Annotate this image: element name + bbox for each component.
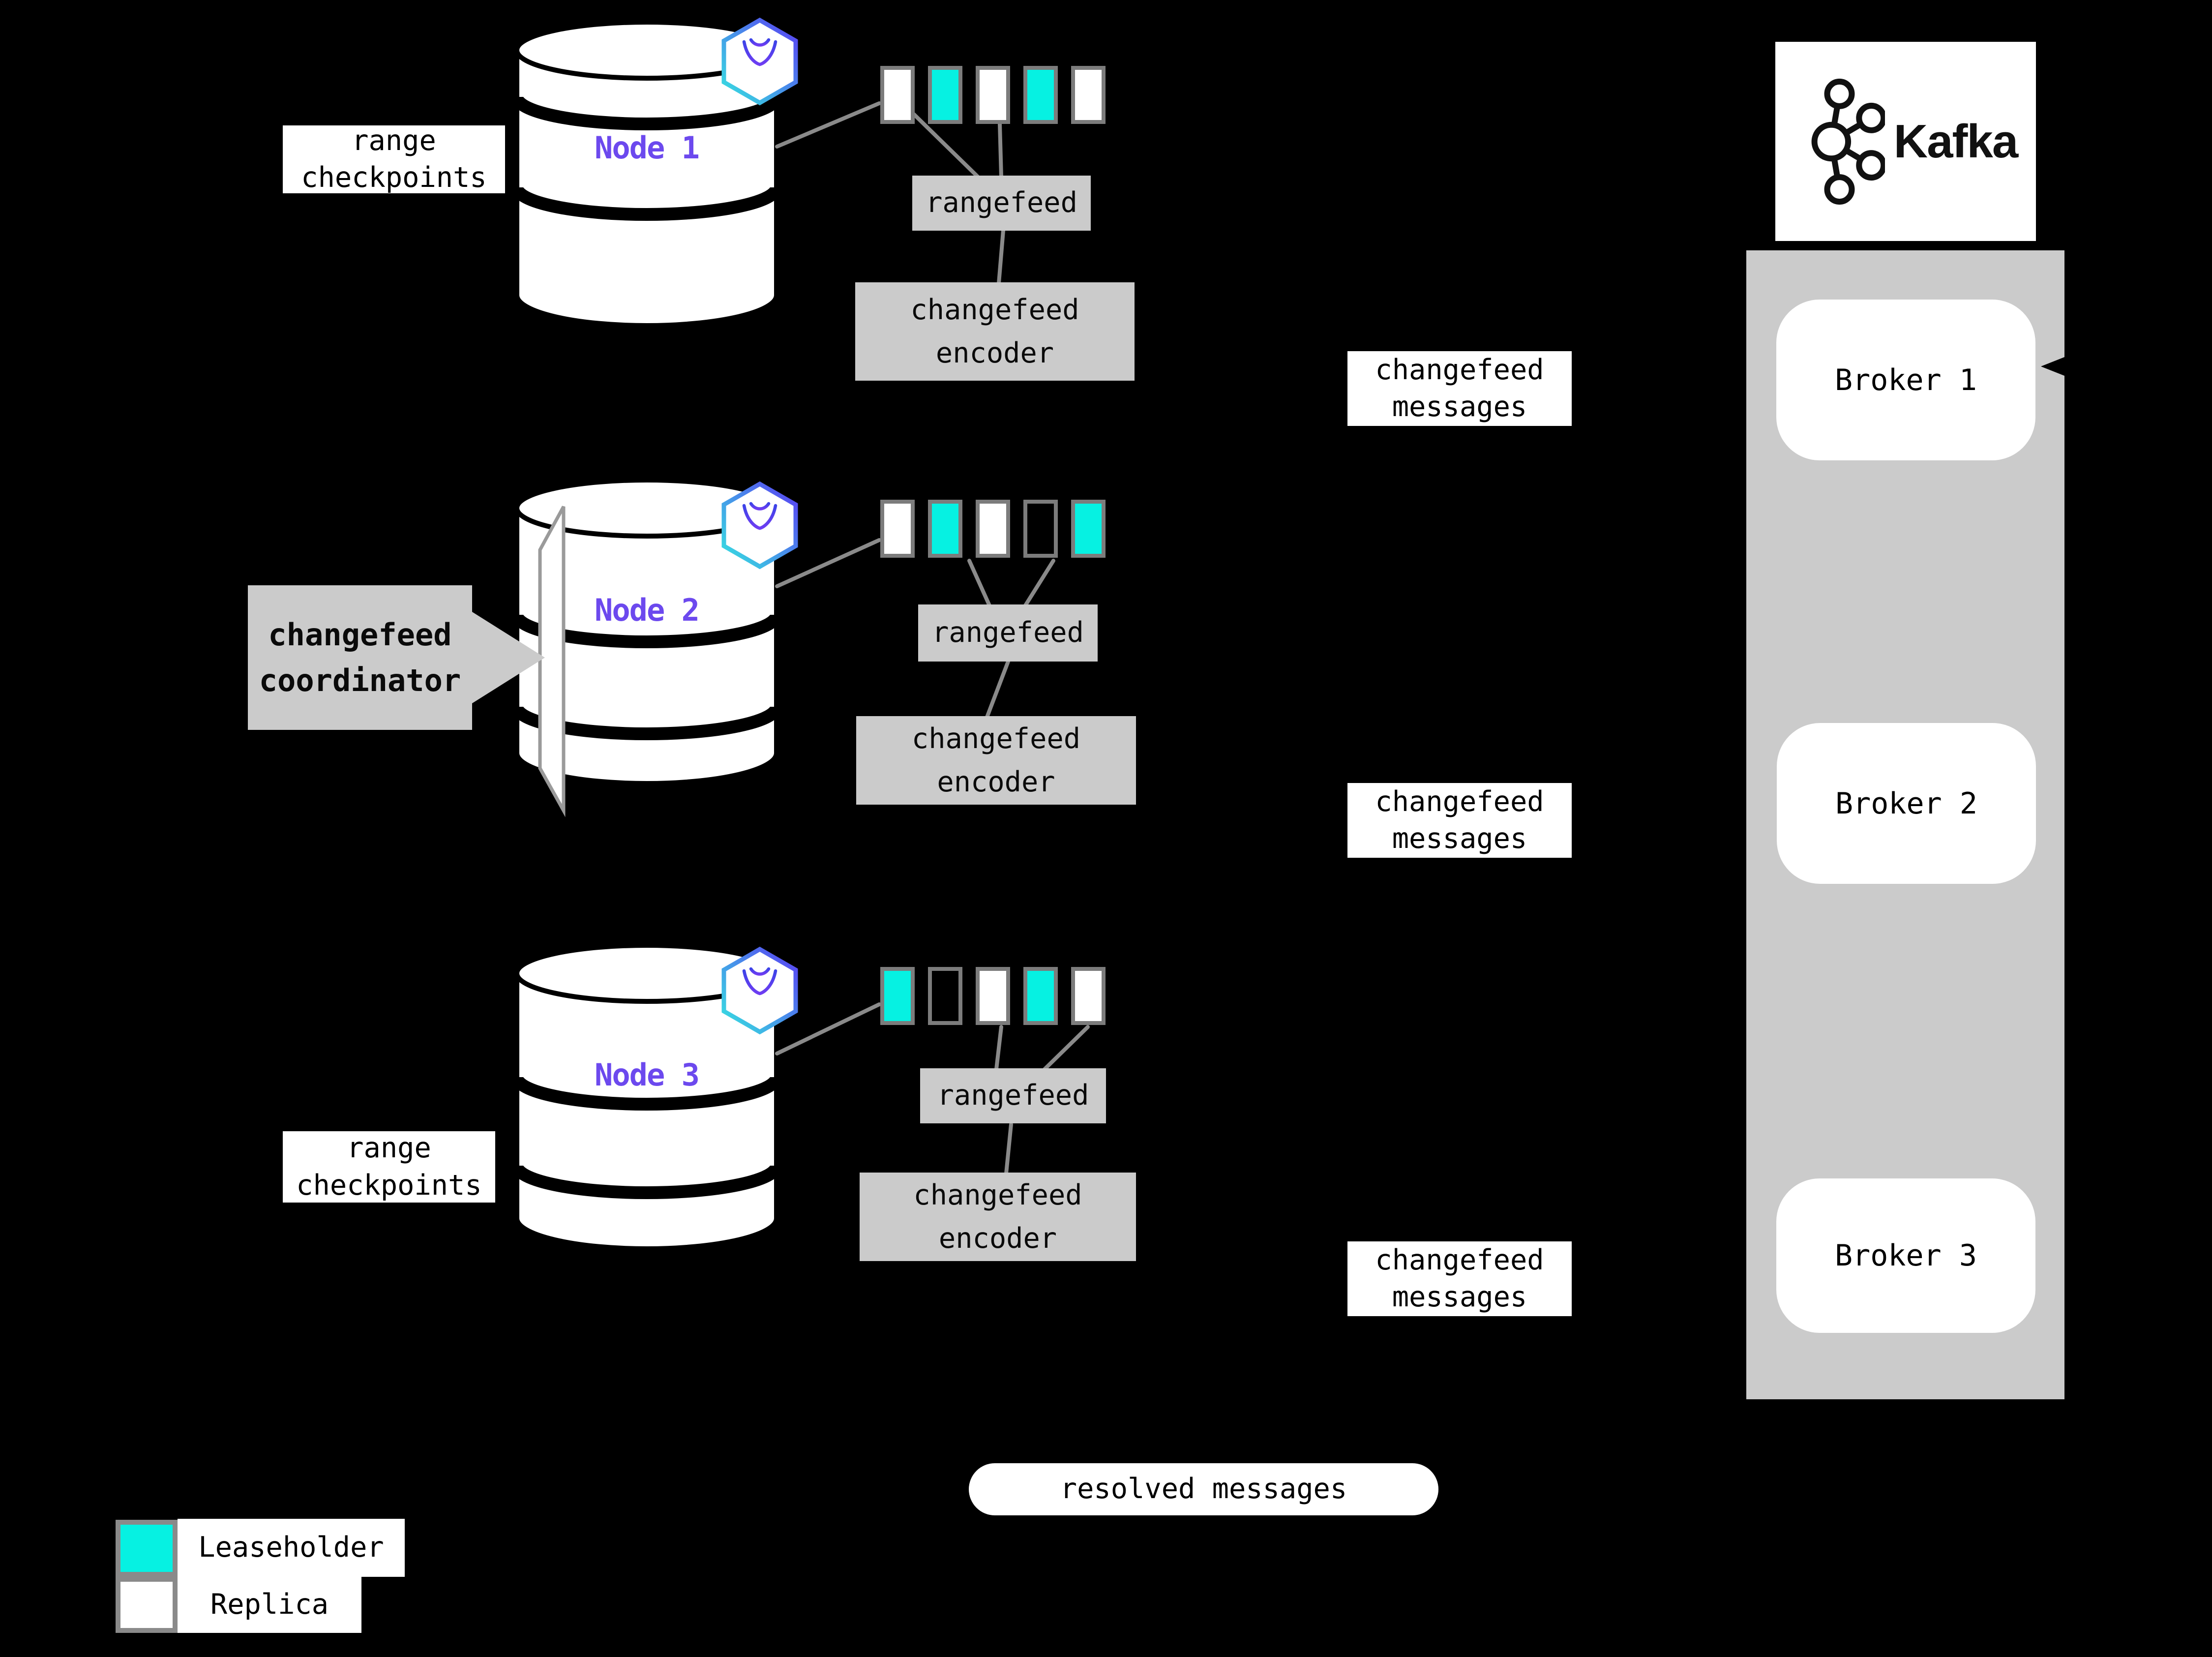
changefeed-messages-label: changefeed messages: [1347, 783, 1572, 858]
node-1-label: Node 1: [595, 129, 700, 166]
range-leaseholder: [880, 967, 915, 1025]
connector-lines: [775, 101, 1090, 1175]
legend-leaseholder-swatch: [116, 1520, 178, 1577]
range-replica: [1071, 66, 1106, 124]
incoming-arrowhead: [2041, 357, 2064, 376]
broker-2-box: Broker 2: [1777, 723, 2036, 884]
changefeed-coordinator-callout: changefeed coordinator: [248, 585, 472, 730]
changefeed-encoder-box: changefeed encoder: [855, 282, 1135, 381]
legend-replica-swatch: [116, 1577, 178, 1633]
broker-1-box: Broker 1: [1776, 300, 2035, 460]
node-1-cylinder-icon: [510, 20, 783, 328]
changefeed-encoder-box: changefeed encoder: [856, 716, 1136, 805]
node-1-ranges-row: [880, 66, 1106, 124]
changefeed-messages-label: changefeed messages: [1347, 351, 1572, 426]
range-checkpoints-label: range checkpoints: [283, 125, 505, 193]
range-leaseholder: [1071, 500, 1106, 558]
changefeed-messages-label: changefeed messages: [1347, 1241, 1572, 1316]
node-2-cylinder-icon: [510, 478, 783, 786]
legend-replica-label: Replica: [178, 1577, 361, 1633]
changefeed-encoder-box: changefeed encoder: [860, 1173, 1136, 1261]
kafka-icon: [1811, 78, 1885, 205]
broker-3-box: Broker 3: [1776, 1178, 2035, 1333]
range-empty: [1023, 500, 1058, 558]
kafka-logo-box: Kafka: [1775, 42, 2036, 241]
range-leaseholder: [928, 66, 962, 124]
cockroachdb-icon: [721, 946, 798, 1035]
node-2-label: Node 2: [595, 592, 700, 628]
range-replica: [880, 500, 915, 558]
resolved-messages-pill: resolved messages: [969, 1463, 1438, 1515]
rangefeed-box: rangefeed: [920, 1068, 1106, 1123]
cockroachdb-icon: [721, 481, 798, 570]
legend-leaseholder-label: Leaseholder: [178, 1519, 405, 1577]
rangefeed-box: rangefeed: [918, 604, 1098, 662]
range-replica: [1071, 967, 1106, 1025]
coordinator-arrow: [472, 612, 545, 703]
range-replica: [976, 66, 1010, 124]
range-leaseholder: [1023, 967, 1058, 1025]
range-replica: [976, 500, 1010, 558]
node-3-ranges-row: [880, 967, 1106, 1025]
range-leaseholder: [928, 500, 962, 558]
kafka-logo-text: Kafka: [1893, 115, 2018, 168]
coordinator-flag-shape: [538, 506, 566, 817]
range-checkpoints-label: range checkpoints: [283, 1131, 495, 1203]
node-3-cylinder-icon: [510, 943, 783, 1251]
rangefeed-box: rangefeed: [912, 176, 1091, 231]
range-empty: [928, 967, 962, 1025]
range-replica: [976, 967, 1010, 1025]
range-leaseholder: [1023, 66, 1058, 124]
node-3-label: Node 3: [595, 1056, 700, 1093]
cockroachdb-icon: [721, 17, 798, 106]
range-replica: [880, 66, 915, 124]
node-2-ranges-row: [880, 500, 1106, 558]
